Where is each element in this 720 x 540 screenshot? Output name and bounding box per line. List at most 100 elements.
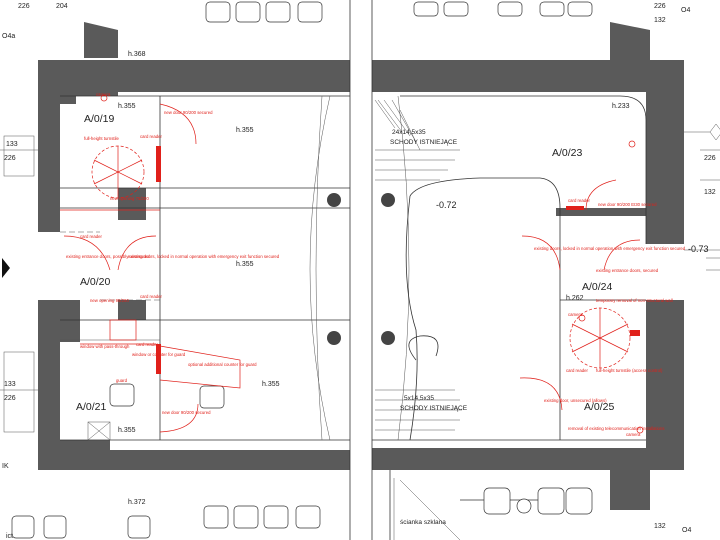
wall-left-bottom	[38, 420, 110, 452]
wall-bottom-right-corner	[610, 470, 650, 510]
height-labels: h.368 h.355 h.355 h.355 h.355 h.355 h.37…	[118, 51, 709, 506]
edge-label: O4a	[2, 33, 15, 40]
room-24-outline	[409, 177, 561, 440]
note: card reader	[136, 342, 159, 347]
edge-label: 133	[6, 141, 18, 148]
height-label: h.355	[236, 261, 254, 268]
note: camera	[568, 312, 583, 317]
column-2	[327, 331, 341, 345]
note: existing door, unsecured (allows)	[544, 398, 607, 403]
edge-label: 226	[704, 155, 716, 162]
new-door-19	[156, 146, 161, 182]
edge-label: 226	[4, 395, 16, 402]
edge-labels: 133 226 133 226 226 204 226 132 O4 O4a I…	[2, 3, 716, 540]
stairs-dim: 5x14,5x35	[404, 395, 434, 402]
edge-label: 133	[4, 381, 16, 388]
stairs-dim: 24x14,5x35	[392, 129, 426, 136]
wall-top-left-band	[38, 60, 350, 96]
edge-label: 226	[4, 155, 16, 162]
room-23-outline	[400, 95, 647, 244]
shaft-box	[87, 421, 111, 441]
room-labels: A/0/19 A/0/20 A/0/21 A/0/23 A/0/24 A/0/2…	[76, 113, 615, 413]
height-label: h.355	[236, 127, 254, 134]
note: card reader	[140, 134, 163, 139]
arc-divider-a	[309, 95, 331, 441]
room-label: A/0/25	[584, 401, 615, 413]
camera-19-icon	[100, 94, 108, 102]
room-label: A/0/21	[76, 401, 107, 413]
stair-outline	[405, 195, 418, 441]
column-1	[327, 193, 341, 207]
height-label: h.262	[566, 295, 584, 302]
note: existing doors, locked in normal operati…	[534, 246, 686, 251]
note: card reader	[566, 368, 589, 373]
arc-divider-b	[315, 95, 323, 441]
security-notes: camera full-height turnstile new door 90…	[66, 92, 686, 437]
level-label: -0.73	[688, 244, 709, 254]
room-label: A/0/19	[84, 113, 115, 125]
wall-pier-left-bottom	[118, 300, 146, 320]
arc-divider-c	[397, 95, 410, 441]
note: existing entrance doors, secured	[596, 268, 659, 273]
furniture-chairs	[11, 1, 593, 539]
room-label: A/0/23	[552, 147, 583, 159]
height-label: h.355	[262, 381, 280, 388]
edge-label: 226	[18, 3, 30, 10]
note: camera	[96, 92, 111, 97]
note: removal of existing telecommunication in…	[568, 426, 665, 431]
note: guard	[116, 378, 128, 383]
column-3	[381, 193, 395, 207]
walls	[38, 22, 684, 510]
new-door-21	[156, 344, 161, 374]
wall-pier-left-top	[118, 188, 146, 220]
edge-label: O4	[681, 7, 690, 14]
height-label: h.355	[118, 427, 136, 434]
edge-label: 204	[56, 3, 68, 10]
camera-24-icon	[578, 314, 586, 322]
note: card reader	[568, 198, 591, 203]
note: card reader	[140, 294, 163, 299]
security-overlay	[60, 94, 644, 434]
note: full-height turnstile	[84, 136, 119, 141]
guard-counter	[159, 345, 241, 389]
edge-label: O4	[682, 527, 691, 534]
stairs-labels: 24x14,5x35 SCHODY ISTNIEJĄCE 5x14,5x35 S…	[390, 129, 468, 526]
edge-label: 226	[654, 3, 666, 10]
level-marker-icon	[709, 123, 720, 141]
wall-left-mid	[38, 300, 80, 420]
edge-label: 132	[704, 189, 716, 196]
camera-23-icon	[628, 140, 636, 148]
height-label: h.368	[128, 51, 146, 58]
stairs-name: SCHODY ISTNIEJĄCE	[390, 139, 458, 146]
note: card reader	[80, 234, 103, 239]
wall-top-right-corner	[610, 22, 650, 60]
wall-right-column	[646, 92, 684, 244]
height-label: h.355	[118, 103, 136, 110]
note: new door 90/200 secured	[162, 410, 211, 415]
height-label: h.372	[128, 499, 146, 506]
new-door-23	[566, 206, 584, 210]
note: new opening 95/200	[90, 298, 129, 303]
note: new door 90/200 secured	[164, 110, 213, 115]
wall-left-top	[38, 22, 118, 58]
column-4	[381, 331, 395, 345]
note: new opening 75/200	[110, 196, 149, 201]
note: existing doors, locked in normal operati…	[128, 254, 280, 259]
wall-bottom-right-band	[372, 448, 684, 470]
wall-left-column	[38, 92, 76, 232]
note: window or counter for guard	[132, 352, 186, 357]
note: temporary removal of non-structural wall	[596, 298, 673, 303]
level-label: -0.72	[436, 200, 457, 210]
edge-label: 132	[654, 17, 666, 24]
stairs-name: SCHODY ISTNIEJĄCE	[400, 405, 468, 412]
edge-box-1	[3, 135, 35, 177]
stair-treads	[374, 99, 462, 431]
edge-label: ict	[6, 533, 13, 540]
room-label: A/0/24	[582, 281, 613, 293]
edge-box-2	[3, 351, 35, 433]
edge-label: 132	[654, 523, 666, 530]
camera-25-icon	[636, 426, 644, 434]
